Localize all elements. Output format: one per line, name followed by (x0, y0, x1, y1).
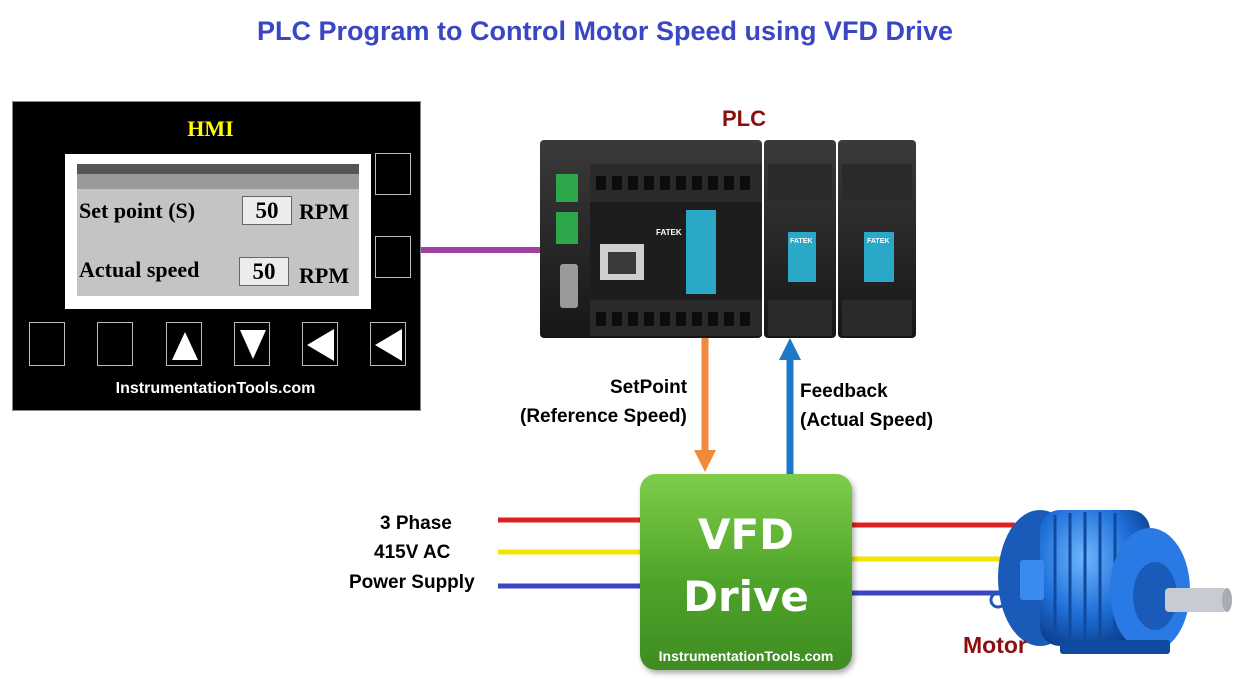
left-arrow-icon (307, 329, 334, 361)
actual-speed-unit: RPM (299, 263, 350, 288)
supply-label-line3: Power Supply (349, 572, 475, 593)
supply-label-line2: 415V AC (374, 542, 451, 563)
left-arrow-icon (375, 329, 402, 361)
plc-expansion-brand-1: FATEK (790, 238, 813, 245)
setpoint-arrow-head (694, 450, 716, 472)
hmi-display: Set point (S) 50 RPM Actual speed 50 RPM (77, 164, 359, 296)
plc-expansion-brand-2: FATEK (867, 238, 890, 245)
hmi-up-button[interactable] (166, 322, 202, 366)
setpoint-label-line1: SetPoint (610, 377, 688, 398)
plc-expansion-label-2 (864, 232, 894, 282)
vfd-brand: InstrumentationTools.com (658, 648, 834, 664)
motor-label: Motor (963, 632, 1027, 658)
hmi-left-button-1[interactable] (302, 322, 338, 366)
plc-green-connector-2 (556, 212, 578, 244)
down-arrow-icon (240, 330, 266, 359)
hmi-side-button-2[interactable] (375, 236, 411, 278)
setpoint-value-field[interactable]: 50 (242, 196, 292, 225)
hmi-side-button-1[interactable] (375, 153, 411, 195)
hmi-screen: Set point (S) 50 RPM Actual speed 50 RPM (65, 154, 371, 309)
actual-speed-label: Actual speed (79, 257, 200, 282)
plc-green-connector-1 (556, 174, 578, 202)
actual-speed-value: 50 (239, 257, 289, 286)
hmi-header-bar (77, 164, 359, 174)
plc-expansion-label-1 (788, 232, 816, 282)
setpoint-unit: RPM (299, 199, 350, 224)
hmi-label: HMI (187, 116, 234, 141)
motor-foot (1060, 640, 1170, 654)
plc-brand-text: FATEK (656, 228, 682, 237)
setpoint-label: Set point (S) (79, 198, 196, 223)
hmi-button-2[interactable] (97, 322, 133, 366)
vfd-drive-box: VFD Drive InstrumentationTools.com (640, 474, 852, 670)
hmi-button-1[interactable] (29, 322, 65, 366)
page-title: PLC Program to Control Motor Speed using… (256, 16, 954, 46)
supply-label-line1: 3 Phase (380, 513, 452, 534)
plc-label: PLC (722, 106, 766, 131)
hmi-left-button-2[interactable] (370, 322, 406, 366)
plc-led-panel (686, 210, 716, 294)
hmi-brand: InstrumentationTools.com (115, 380, 316, 397)
vfd-title-line1: VFD (697, 510, 795, 559)
feedback-arrow-head (779, 338, 801, 360)
hmi-subheader-bar (77, 174, 359, 189)
motor-shaft (1165, 588, 1227, 612)
hmi-down-button[interactable] (234, 322, 270, 366)
plc-serial-port (560, 264, 578, 308)
feedback-label-line2: (Actual Speed) (800, 410, 934, 431)
motor-terminal-box (1020, 560, 1044, 600)
hmi-panel: HMI Set point (S) 50 RPM Actual speed 50… (12, 101, 421, 411)
setpoint-label-line2: (Reference Speed) (520, 406, 687, 427)
up-arrow-icon (172, 332, 198, 360)
vfd-title-line2: Drive (683, 572, 809, 621)
feedback-label-line1: Feedback (800, 381, 888, 402)
